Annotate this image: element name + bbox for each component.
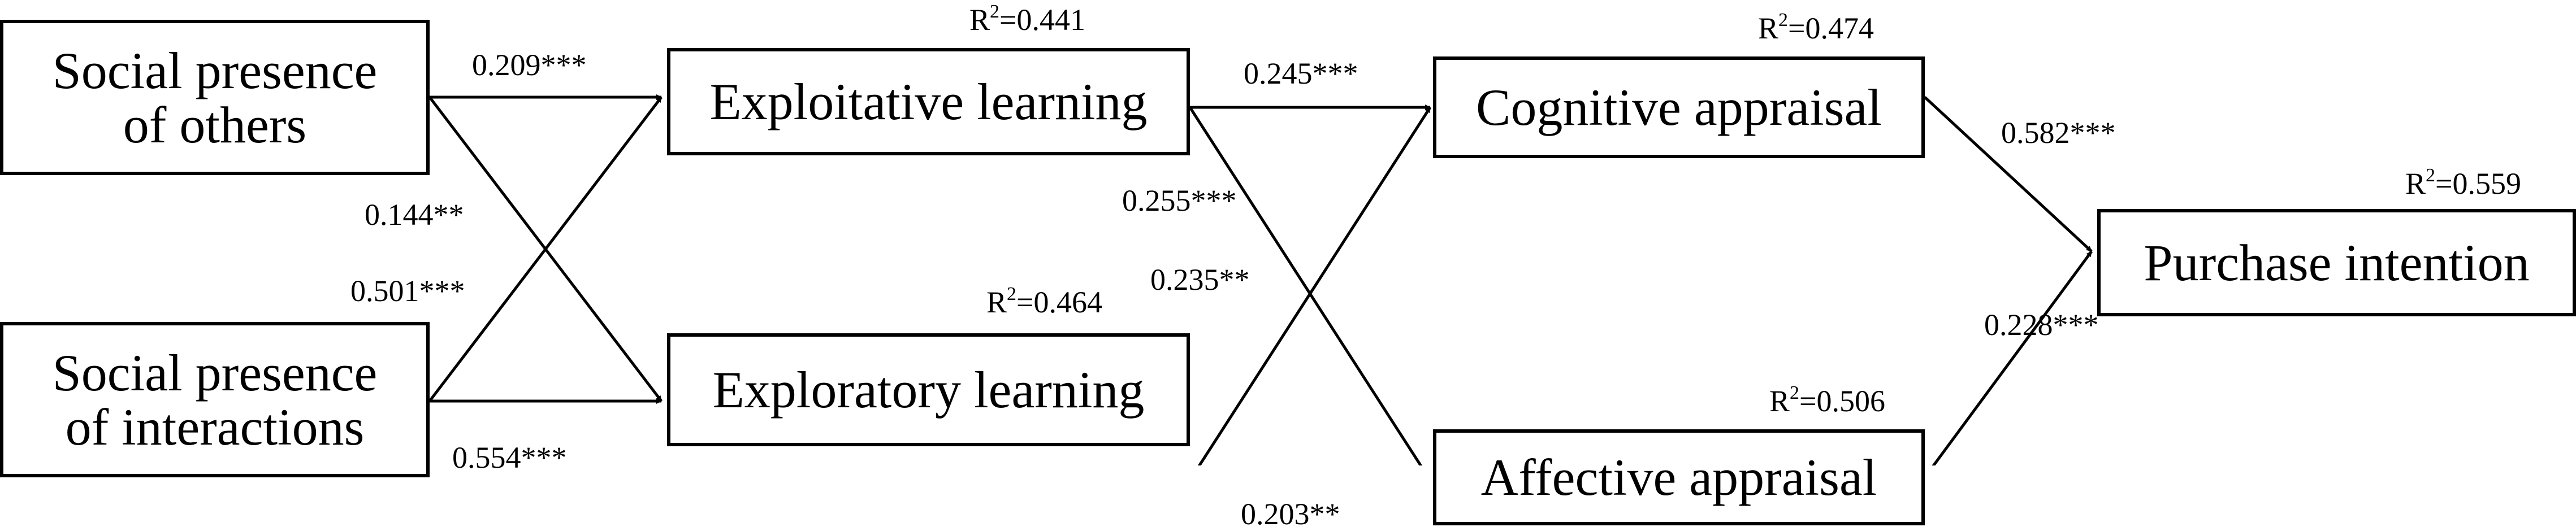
coef-spi-exploratory: 0.554***	[452, 441, 567, 475]
coef-exploratory-affective: 0.203**	[1241, 497, 1340, 531]
node-exploitative-learning: Exploitative learning	[667, 48, 1190, 155]
r2-exploratory: R2=0.464	[986, 284, 1102, 320]
coef-exploitative-cognitive: 0.245***	[1244, 56, 1358, 90]
coef-affective-purchase: 0.228***	[1984, 308, 2099, 342]
coef-exploratory-cognitive: 0.235**	[1150, 263, 1250, 297]
r2-affective: R2=0.506	[1769, 382, 1885, 419]
node-cognitive-appraisal: Cognitive appraisal	[1433, 56, 1925, 158]
arrow-spi-exploitative	[428, 96, 663, 402]
coef-spo-exploitative: 0.209***	[472, 48, 587, 82]
node-label: Affective appraisal	[1480, 449, 1877, 506]
node-label-line2: of interactions	[65, 398, 365, 456]
node-label: Cognitive appraisal	[1476, 79, 1882, 136]
r2-purchase: R2=0.559	[2405, 165, 2521, 201]
coef-spi-exploitative: 0.501***	[350, 274, 465, 308]
coef-exploitative-affective: 0.255***	[1122, 184, 1237, 217]
arrow-affective-purchase	[1932, 250, 2093, 465]
node-affective-appraisal: Affective appraisal	[1433, 429, 1925, 525]
coef-spo-exploratory: 0.144**	[365, 198, 464, 232]
node-label-line1: Social presence	[52, 41, 378, 99]
coef-cognitive-purchase: 0.582***	[2001, 116, 2116, 150]
node-label-line2: of others	[123, 95, 307, 154]
node-label: Exploratory learning	[712, 361, 1145, 419]
arrow-cognitive-purchase	[1924, 96, 2093, 253]
arrow-exploratory-cognitive	[1197, 106, 1432, 465]
r2-cognitive: R2=0.474	[1758, 10, 1874, 46]
node-exploratory-learning: Exploratory learning	[667, 333, 1190, 446]
node-label-line1: Social presence	[52, 343, 378, 402]
node-label: Exploitative learning	[709, 73, 1148, 130]
node-social-presence-of-others: Social presence of others	[0, 20, 430, 175]
r2-exploitative: R2=0.441	[969, 1, 1085, 37]
node-purchase-intention: Purchase intention	[2097, 209, 2576, 316]
path-arrows-layer	[428, 94, 2093, 465]
node-social-presence-of-interactions: Social presence of interactions	[0, 322, 430, 477]
node-label: Purchase intention	[2144, 234, 2530, 291]
